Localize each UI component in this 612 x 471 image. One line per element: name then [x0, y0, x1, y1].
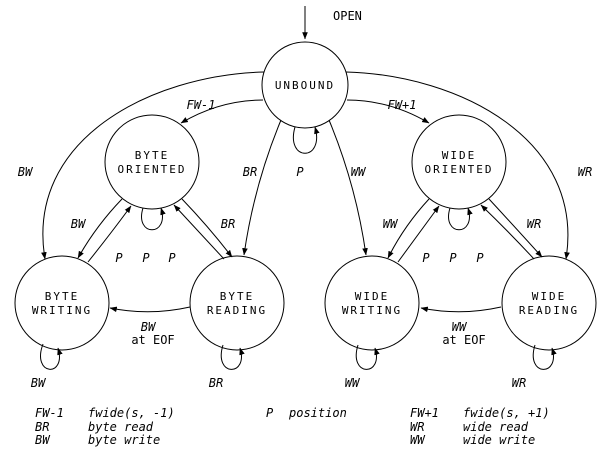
- p-byte-writing-label: P: [115, 251, 123, 265]
- state-wide-reading-label-1: WIDE: [532, 290, 567, 303]
- state-byte-oriented-circle: [104, 114, 200, 210]
- edge-p-selfloop-byte-oriented: [141, 207, 166, 231]
- ww-eof-label: WW: [452, 320, 468, 334]
- bw-eof-label: BW: [141, 320, 157, 334]
- legend-right-desc-2: wide write: [463, 433, 535, 447]
- p-wide-writing-label: P: [422, 251, 430, 265]
- legend-right-key-0: FW+1: [410, 406, 439, 420]
- state-wide-oriented-label-2: ORIENTED: [425, 163, 494, 176]
- legend-left-desc-2: byte write: [88, 433, 160, 447]
- state-wide-reading-label-2: READING: [519, 304, 579, 317]
- state-byte-reading-label-1: BYTE: [220, 290, 255, 303]
- edge-labels: OPEN FW-1 FW+1 P BW BR WW WR BW BR WW WR…: [18, 9, 592, 390]
- ww-oriented-label: WW: [383, 217, 399, 231]
- legend-center-desc-0: position: [288, 406, 347, 420]
- state-unbound-circle: [261, 41, 349, 129]
- p-unbound-label: P: [296, 165, 304, 179]
- edge-ww-unbound-to-wide-writing: [328, 119, 368, 256]
- bw-oriented-label: BW: [71, 217, 87, 231]
- edge-p-selfloop-unbound: [292, 126, 320, 154]
- wr-selfloop-label: WR: [512, 376, 526, 390]
- br-unbound-label: BR: [243, 165, 257, 179]
- edge-p-selfloop-wide-oriented: [448, 207, 473, 231]
- state-wide-oriented-label-1: WIDE: [442, 149, 477, 162]
- legend: FW-1 fwide(s, -1) BR byte read BW byte w…: [35, 406, 550, 447]
- state-wide-writing-label-1: WIDE: [355, 290, 390, 303]
- state-labels: UNBOUND BYTE ORIENTED WIDE ORIENTED BYTE…: [32, 79, 579, 317]
- wr-unbound-label: WR: [578, 165, 592, 179]
- edge-ww-at-eof-wide-reading-to-wide-writing: [420, 306, 502, 313]
- state-byte-writing-circle: [14, 255, 110, 351]
- state-byte-oriented-label-2: ORIENTED: [118, 163, 187, 176]
- edge-wr-selfloop-wide-reading: [532, 344, 557, 370]
- state-byte-writing-label-2: WRITING: [32, 304, 92, 317]
- open-label: OPEN: [333, 9, 362, 23]
- edge-br-selfloop-byte-reading: [220, 344, 245, 370]
- legend-left-desc-1: byte read: [88, 420, 154, 434]
- legend-right-desc-0: fwide(s, +1): [463, 406, 550, 420]
- fw-plus1-label: FW+1: [388, 98, 417, 112]
- state-byte-oriented-label-1: BYTE: [135, 149, 170, 162]
- ww-eof-sublabel: at EOF: [442, 333, 485, 347]
- edge-br-byte-oriented-to-byte-reading: [181, 198, 233, 258]
- edge-bw-unbound-to-byte-writing: [41, 71, 265, 260]
- ww-selfloop-label: WW: [345, 376, 361, 390]
- legend-left-desc-0: fwide(s, -1): [88, 406, 175, 420]
- edge-bw-selfloop-byte-writing: [40, 343, 63, 370]
- state-unbound-label: UNBOUND: [275, 79, 335, 92]
- edge-fw-plus1-unbound-to-wide-oriented: [346, 99, 430, 124]
- legend-right-key-1: WR: [410, 420, 424, 434]
- legend-right-desc-1: wide read: [463, 420, 529, 434]
- bw-eof-sublabel: at EOF: [131, 333, 174, 347]
- edge-p-wide-reading-to-wide-oriented: [480, 204, 535, 260]
- legend-right-key-2: WW: [410, 433, 426, 447]
- p-byte-reading-label: P: [168, 251, 176, 265]
- edge-bw-byte-oriented-to-byte-writing: [77, 198, 123, 259]
- edge-wr-wide-oriented-to-wide-reading: [488, 198, 543, 258]
- edge-ww-wide-oriented-to-wide-writing: [387, 198, 430, 259]
- edge-p-wide-writing-to-wide-oriented: [397, 205, 440, 263]
- state-byte-reading-circle: [189, 255, 285, 351]
- state-nodes: [14, 41, 597, 351]
- legend-left-key-2: BW: [35, 433, 51, 447]
- p-wide-reading-label: P: [476, 251, 484, 265]
- p-wide-oriented-label: P: [449, 251, 457, 265]
- state-byte-reading-label-2: READING: [207, 304, 267, 317]
- edge-bw-at-eof-byte-reading-to-byte-writing: [109, 306, 191, 313]
- ww-unbound-label: WW: [351, 165, 367, 179]
- edge-p-byte-writing-to-byte-oriented: [87, 205, 132, 263]
- p-byte-oriented-label: P: [142, 251, 150, 265]
- edge-wr-unbound-to-wide-reading: [345, 71, 570, 260]
- edge-br-unbound-to-byte-reading: [242, 119, 282, 256]
- state-byte-writing-label-1: BYTE: [45, 290, 80, 303]
- state-wide-writing-circle: [324, 255, 420, 351]
- wr-oriented-label: WR: [527, 217, 541, 231]
- bw-unbound-label: BW: [18, 165, 34, 179]
- edge-fw-minus1-unbound-to-byte-oriented: [180, 99, 264, 124]
- state-wide-oriented-circle: [411, 114, 507, 210]
- br-selfloop-label: BR: [209, 376, 223, 390]
- state-wide-reading-circle: [501, 255, 597, 351]
- legend-left-key-1: BR: [35, 420, 49, 434]
- fw-minus1-label: FW-1: [187, 98, 216, 112]
- bw-selfloop-label: BW: [31, 376, 47, 390]
- state-wide-writing-label-2: WRITING: [342, 304, 402, 317]
- transition-arrows: [40, 6, 570, 370]
- br-oriented-label: BR: [221, 217, 235, 231]
- edge-ww-selfloop-wide-writing: [355, 344, 380, 370]
- legend-left-key-0: FW-1: [35, 406, 64, 420]
- edge-p-byte-reading-to-byte-oriented: [173, 204, 225, 260]
- legend-center-key-0: P: [266, 406, 274, 420]
